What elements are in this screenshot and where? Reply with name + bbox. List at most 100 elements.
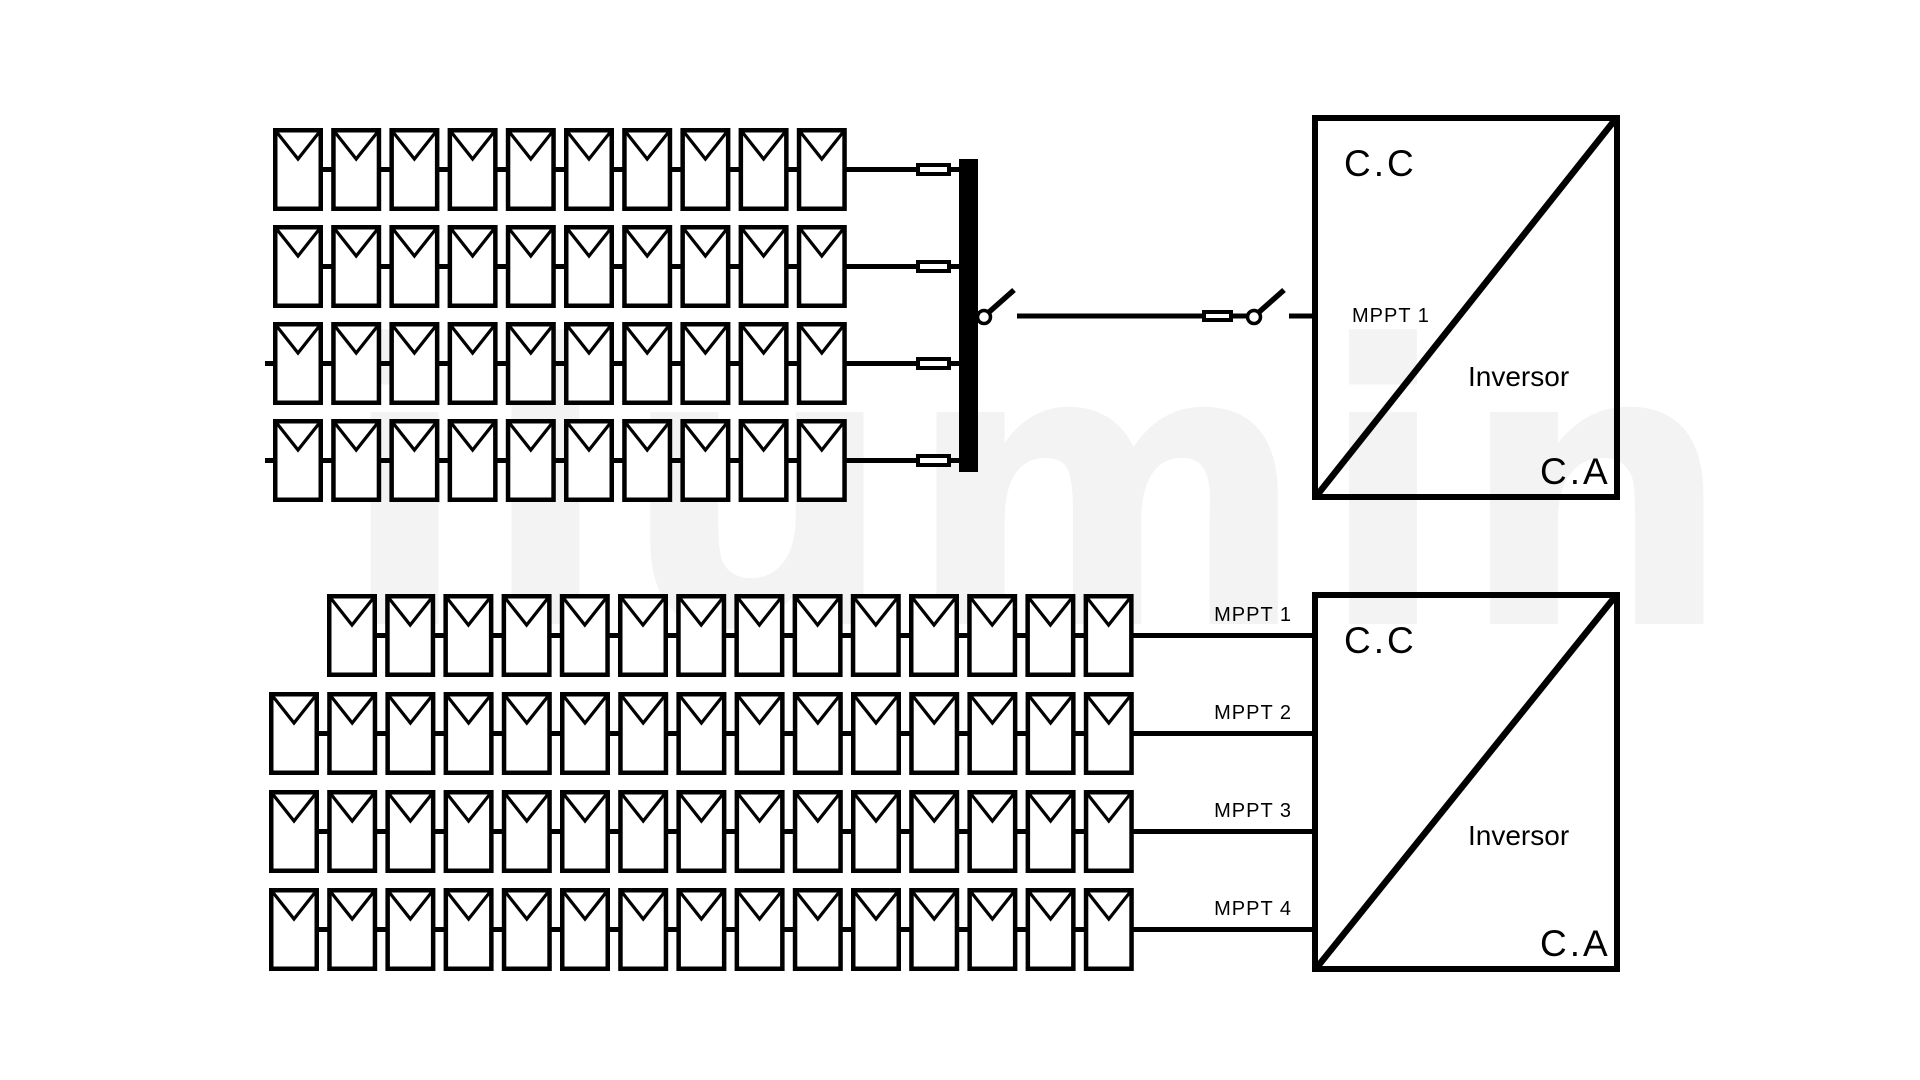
mppt-input-label: MPPT 1 [1352,305,1430,327]
pv-panel-icon [851,692,901,775]
pv-panel-icon [331,225,382,308]
pv-panel-chevron-icon [795,695,841,726]
pv-panel-icon [909,692,960,775]
pv-panel-chevron-icon [333,131,379,162]
pv-panel-chevron-icon [799,422,845,453]
pv-panel-icon [447,128,498,211]
pv-panel-icon [680,419,731,502]
pv-panel-chevron-icon [446,695,491,726]
pv-panel-chevron-icon [620,793,666,824]
fuse-icon [916,260,951,273]
disconnect-switch-lever-icon [1256,287,1286,316]
pv-panel-icon [1025,692,1076,775]
pv-panel-chevron-icon [566,228,612,259]
pv-panel-chevron-icon [911,597,957,628]
pv-panel-icon [505,225,556,308]
pv-panel-icon [331,419,382,502]
pv-panel-icon [1083,692,1134,775]
pv-panel-icon [1025,594,1076,677]
pv-panel-chevron-icon [737,891,782,922]
pv-panel-icon [909,790,960,873]
pv-panel-icon [738,322,789,405]
pv-panel-chevron-icon [683,131,728,162]
pv-panel-icon [734,594,785,677]
pv-panel-icon [738,128,789,211]
pv-panel-chevron-icon [624,422,670,453]
pv-panel-icon [327,790,378,873]
pv-panel-chevron-icon [388,891,433,922]
pv-panel-icon [443,888,494,971]
pv-panel-chevron-icon [392,228,437,259]
pv-panel-chevron-icon [737,793,782,824]
pv-panel-icon [560,888,610,971]
pv-panel-chevron-icon [392,131,437,162]
pv-panel-chevron-icon [392,325,437,356]
disconnect-switch-lever-icon [986,287,1016,316]
pv-panel-icon [796,225,847,308]
pv-panel-icon [792,692,843,775]
pv-panel-icon [559,594,610,677]
fuse-icon [916,454,951,467]
pv-panel-chevron-icon [679,695,724,726]
pv-panel-icon [851,888,901,971]
pv-panel-chevron-icon [624,228,670,259]
pv-panel-icon [385,888,436,971]
mppt-wire-label: MPPT 3 [1214,799,1292,822]
inverter-box-bottom: C.C Inversor C.A [1312,592,1620,972]
pv-panel-chevron-icon [450,131,495,162]
pv-panel-icon [796,322,847,405]
pv-panel-icon [796,128,847,211]
pv-panel-icon [273,419,323,502]
pv-panel-chevron-icon [504,891,550,922]
pv-panel-icon [443,692,494,775]
pv-panel-icon [618,594,668,677]
pv-panel-icon [331,128,382,211]
pv-panel-chevron-icon [329,695,375,726]
pv-panel-icon [1083,790,1134,873]
disconnect-switch-icon [975,308,993,326]
pv-panel-icon [389,419,440,502]
pv-panel-chevron-icon [741,131,786,162]
pv-panel-icon [505,128,556,211]
pv-panel-icon [851,790,901,873]
pv-panel-icon [676,594,727,677]
pv-panel-icon [501,692,552,775]
pv-panel-chevron-icon [1086,891,1132,922]
pv-panel-chevron-icon [333,228,379,259]
pv-panel-chevron-icon [450,228,495,259]
pv-panel-chevron-icon [620,597,666,628]
pv-panel-chevron-icon [508,228,554,259]
pv-panel-chevron-icon [1028,695,1073,726]
pv-panel-icon [622,419,673,502]
pv-panel-chevron-icon [1086,695,1132,726]
inverter-name-label: Inversor [1468,361,1570,392]
pv-panel-chevron-icon [853,793,899,824]
pv-panel-icon [734,692,785,775]
mppt-wire-label: MPPT 4 [1214,897,1292,920]
pv-panel-icon [792,790,843,873]
pv-panel-chevron-icon [329,793,375,824]
pv-panel-icon [564,225,614,308]
pv-panel-chevron-icon [562,793,608,824]
pv-panel-icon [327,692,378,775]
pv-panel-chevron-icon [562,695,608,726]
pv-panel-icon [796,419,847,502]
pv-panel-chevron-icon [504,793,550,824]
pv-panel-icon [792,888,843,971]
pv-panel-chevron-icon [683,325,728,356]
pv-panel-chevron-icon [911,695,957,726]
fuse-icon [1202,310,1233,322]
pv-panel-icon [560,692,610,775]
pv-panel-chevron-icon [911,891,957,922]
pv-panel-chevron-icon [329,597,375,628]
pv-panel-icon [564,128,614,211]
pv-panel-icon [738,419,789,502]
pv-panel-icon [273,322,323,405]
inverter-box-top: C.C MPPT 1 Inversor C.A [1312,115,1620,500]
pv-panel-chevron-icon [679,793,724,824]
pv-panel-chevron-icon [508,422,554,453]
pv-panel-icon [618,790,669,873]
pv-panel-chevron-icon [450,325,495,356]
pv-panel-icon [560,790,610,873]
pv-panel-icon [967,692,1018,775]
